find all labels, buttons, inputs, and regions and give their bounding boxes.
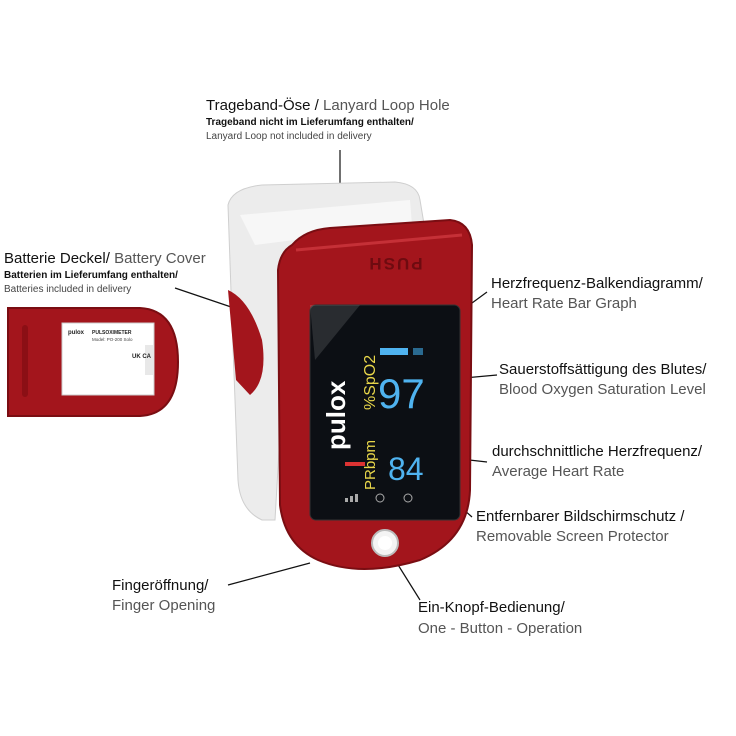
- device-button: [371, 529, 399, 557]
- battery-note-de: Batterien im Lieferumfang enthalten/: [4, 270, 178, 281]
- button-annotation-de: Ein-Knopf-Bedienung/: [418, 599, 565, 616]
- rotate-icon: [403, 493, 413, 503]
- signal-bar-1: [345, 498, 348, 502]
- battery-title-de: Batterie Deckel/: [4, 250, 110, 267]
- power-icon: [375, 493, 385, 503]
- device-screen: [309, 304, 461, 521]
- leader-finger: [227, 562, 311, 586]
- spo2-value: 97: [378, 370, 425, 417]
- heart-rate-bar-graph-segment: [413, 348, 423, 355]
- lanyard-title-en: Lanyard Loop Hole: [323, 97, 450, 114]
- finger-de: Fingeröffnung/: [112, 577, 209, 594]
- button-annotation-en: One - Button - Operation: [418, 620, 583, 637]
- lanyard-note-en: Lanyard Loop not included in delivery: [206, 131, 372, 142]
- brand-logo: pulox: [321, 380, 351, 450]
- battery-label-sticker: [61, 322, 155, 396]
- battery-title-en: Battery Cover: [114, 250, 206, 267]
- screen-status-icons: [345, 493, 413, 503]
- battery-sticker-title: PULSOXIMETER: [92, 330, 132, 336]
- avg-hr-en: Average Heart Rate: [492, 463, 625, 480]
- battery-sticker-marks: UK CA: [132, 354, 152, 360]
- push-label: PUSH: [367, 254, 422, 273]
- brand-underline: [345, 462, 365, 466]
- protector-en: Removable Screen Protector: [476, 528, 669, 545]
- spo2-annotation-en: Blood Oxygen Saturation Level: [499, 381, 706, 398]
- protector-de: Entfernbarer Bildschirmschutz /: [476, 508, 685, 525]
- battery-title: Batterie Deckel/ Battery Cover: [4, 250, 206, 267]
- spo2-annotation-de: Sauerstoffsättigung des Blutes/: [499, 361, 707, 378]
- lanyard-title-de: Trageband-Öse /: [206, 97, 319, 114]
- bar-graph-en: Heart Rate Bar Graph: [491, 295, 637, 312]
- device-shell: [227, 181, 426, 521]
- avg-hr-de: durchschnittliche Herzfrequenz/: [492, 443, 703, 460]
- leader-button: [394, 559, 421, 601]
- battery-sticker-brand: pulox: [68, 330, 85, 336]
- spo2-label: %SpO2: [362, 355, 379, 410]
- battery-sticker-model: Model: PO-200 Solo: [92, 337, 133, 342]
- bar-graph-de: Herzfrequenz-Balkendiagramm/: [491, 275, 703, 292]
- lanyard-title: Trageband-Öse / Lanyard Loop Hole: [206, 97, 450, 114]
- battery-cover-detail: [7, 307, 180, 417]
- signal-bar-3: [355, 494, 358, 502]
- leader-battery: [174, 287, 241, 311]
- pr-value: 84: [388, 451, 424, 487]
- pr-label: PRbpm: [362, 440, 379, 490]
- side-battery-cover: [228, 290, 264, 395]
- signal-bar-2: [350, 496, 353, 502]
- lanyard-note-de: Trageband nicht im Lieferumfang enthalte…: [206, 117, 414, 128]
- heart-rate-bar-graph: [380, 348, 408, 355]
- finger-en: Finger Opening: [112, 597, 216, 614]
- battery-note-en: Batteries included in delivery: [4, 284, 132, 295]
